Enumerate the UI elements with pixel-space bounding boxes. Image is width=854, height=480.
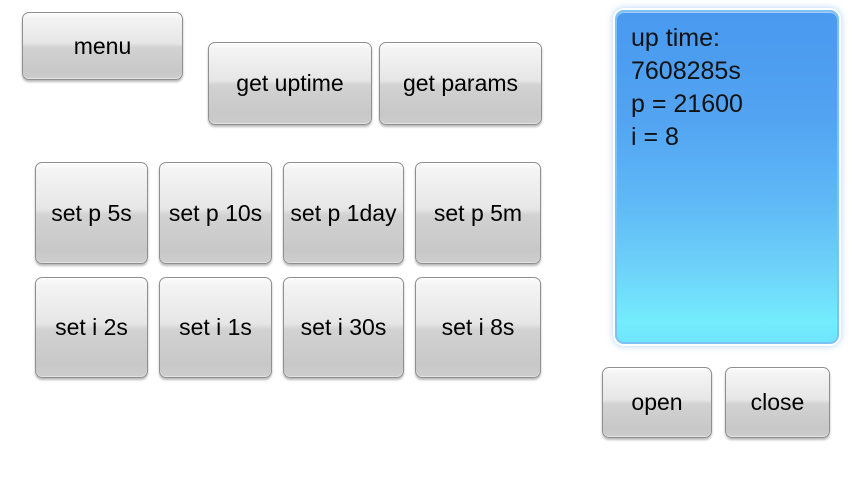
set-i-30s-button-label: set i 30s (300, 314, 387, 340)
get-uptime-button-label: get uptime (236, 70, 344, 96)
set-p-5m-button-label: set p 5m (433, 199, 523, 226)
open-button[interactable]: open (602, 367, 712, 438)
menu-button-label: menu (73, 32, 132, 59)
set-i-8s-button-label: set i 8s (441, 314, 515, 340)
set-p-5m-button[interactable]: set p 5m (415, 162, 541, 264)
set-i-1s-button-label: set i 1s (179, 314, 252, 340)
close-button[interactable]: close (725, 367, 830, 438)
set-p-5s-button-label: set p 5s (51, 199, 132, 226)
set-p-5s-button[interactable]: set p 5s (35, 162, 148, 264)
close-button-label: close (750, 389, 805, 415)
set-p-10s-button[interactable]: set p 10s (159, 162, 272, 264)
set-p-1day-button-label: set p 1day (290, 199, 397, 226)
set-i-2s-button-label: set i 2s (55, 314, 128, 340)
status-display-text: up time: 7608285s p = 21600 i = 8 (631, 24, 743, 151)
status-display-panel[interactable]: up time: 7608285s p = 21600 i = 8 (615, 10, 839, 344)
get-params-button[interactable]: get params (379, 42, 542, 125)
set-i-30s-button[interactable]: set i 30s (283, 277, 404, 378)
menu-button[interactable]: menu (22, 12, 183, 80)
set-p-1day-button[interactable]: set p 1day (283, 162, 404, 264)
get-params-button-label: get params (402, 70, 519, 96)
set-i-2s-button[interactable]: set i 2s (35, 277, 148, 378)
set-i-1s-button[interactable]: set i 1s (159, 277, 272, 378)
open-button-label: open (631, 389, 683, 415)
get-uptime-button[interactable]: get uptime (208, 42, 372, 125)
set-i-8s-button[interactable]: set i 8s (415, 277, 541, 378)
set-p-10s-button-label: set p 10s (168, 199, 263, 226)
